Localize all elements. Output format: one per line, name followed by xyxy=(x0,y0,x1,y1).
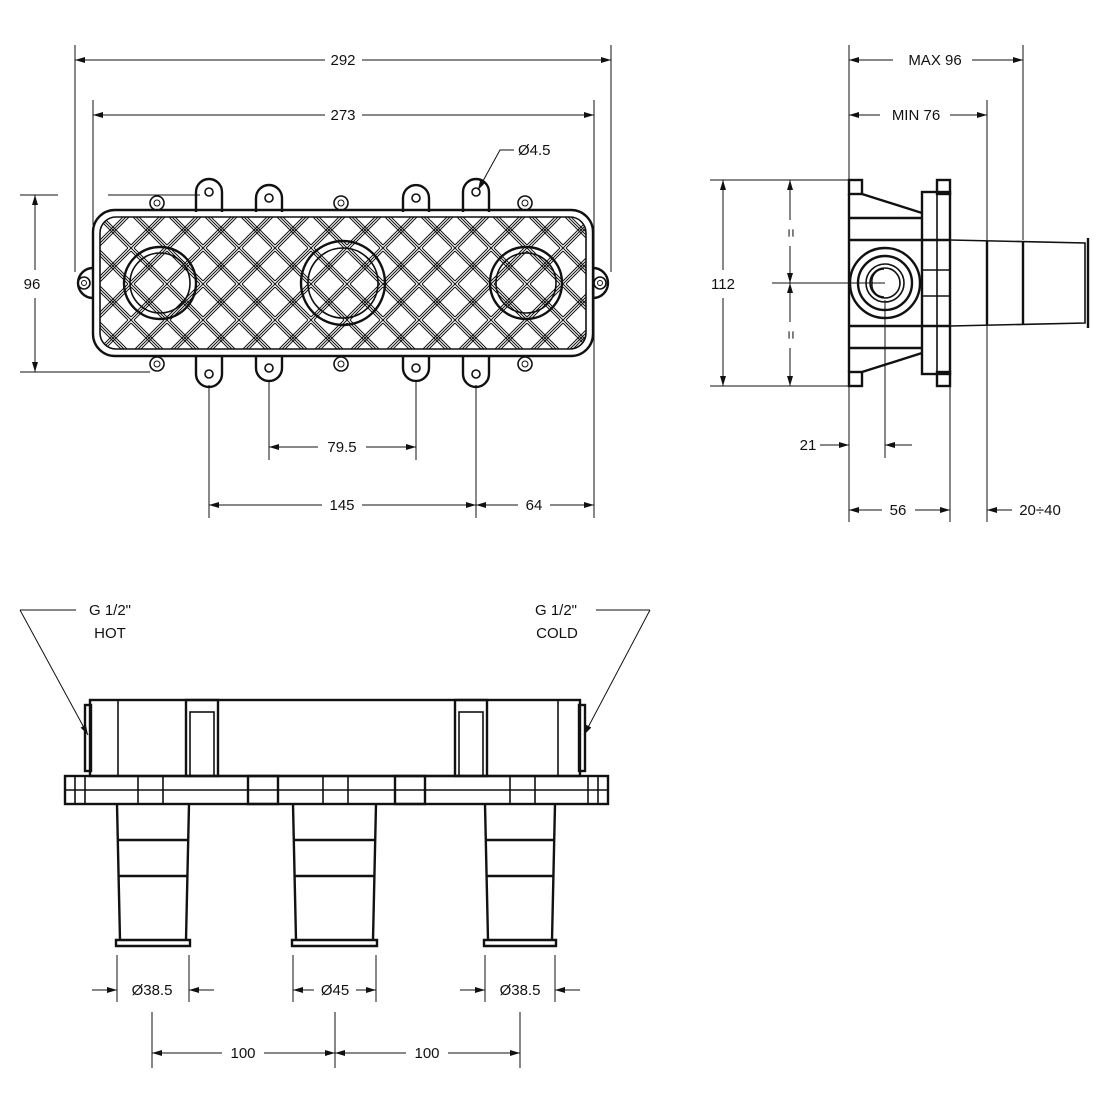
hot-label: HOT xyxy=(94,625,126,642)
dim-max-depth: MAX 96 xyxy=(908,52,961,69)
dim-overall-width: 292 xyxy=(330,52,355,69)
dim-center-spacing: 79.5 xyxy=(327,439,356,456)
side-view: MAX 96 MIN 76 112 = = 21 56 20÷40 xyxy=(710,45,1090,522)
dim-extension-range: 20÷40 xyxy=(1019,502,1061,519)
dim-center-pipe-diameter: Ø45 xyxy=(321,982,349,999)
dim-inner-width: 273 xyxy=(330,107,355,124)
valve-ports xyxy=(122,239,564,327)
cold-thread-label: G 1/2" xyxy=(535,602,577,619)
dim-spacing-right: 100 xyxy=(414,1045,439,1062)
dim-height: 96 xyxy=(24,276,41,293)
dim-side-height: 112 xyxy=(711,276,735,293)
dim-left-pipe-diameter: Ø38.5 xyxy=(132,982,173,999)
pipe-connections xyxy=(114,803,558,948)
dim-spacing-left: 100 xyxy=(230,1045,255,1062)
dim-body-depth: 56 xyxy=(890,502,907,519)
dim-hole-diameter: Ø4.5 xyxy=(518,142,551,159)
dim-edge-offset: 64 xyxy=(526,497,543,514)
front-view: 292 273 Ø4.5 96 79.5 145 64 xyxy=(20,45,612,518)
dim-min-depth: MIN 76 xyxy=(892,107,940,124)
dim-axis-offset: 21 xyxy=(800,437,817,454)
hot-thread-label: G 1/2" xyxy=(89,602,131,619)
dim-lug-spacing: 145 xyxy=(329,497,354,514)
equal-mark-top: = xyxy=(782,229,799,238)
cold-label: COLD xyxy=(536,625,578,642)
equal-mark-bottom: = xyxy=(782,331,799,340)
bottom-view: G 1/2" HOT G 1/2" COLD Ø38.5 Ø45 Ø38.5 1… xyxy=(19,602,651,1068)
dim-right-pipe-diameter: Ø38.5 xyxy=(500,982,541,999)
